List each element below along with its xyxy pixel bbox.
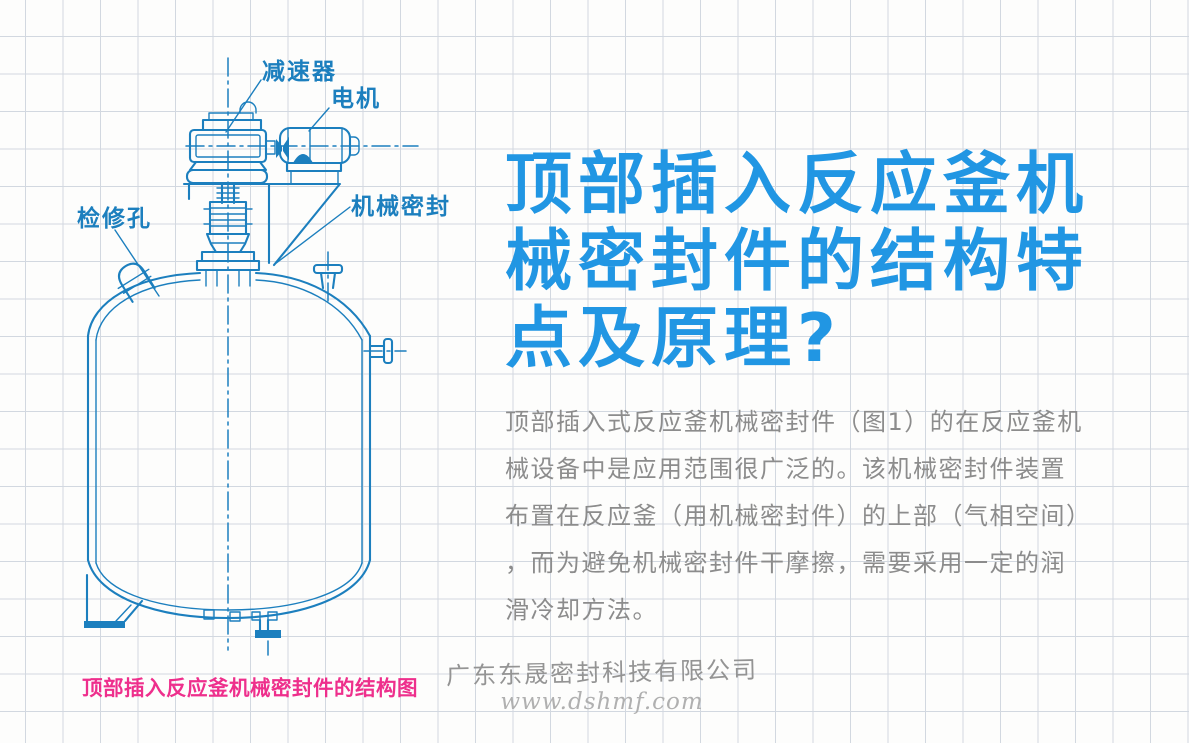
title-line: 顶部插入反应釜机 (505, 145, 1089, 223)
reactor-structure-diagram: 减速器 电机 机械密封 检修孔 (77, 57, 451, 656)
mechanical-seal-drawing (195, 181, 261, 287)
page-title: 顶部插入反应釜机 械密封件的结构特 点及原理? (505, 146, 1145, 377)
diagram-label-inspection-hole: 检修孔 (77, 205, 152, 232)
motor-drawing (278, 126, 360, 184)
body-line: 械设备中是应用范围很广泛的。该机械密封件装置 (505, 455, 1066, 483)
company-name: 广东东晟密封科技有限公司 (445, 655, 759, 691)
body-line: ，而为避免机械密封件干摩擦，需要采用一定的润 (505, 549, 1066, 577)
website-url: www.dshmf.com (500, 689, 704, 715)
diagram-caption: 顶部插入反应釜机械密封件的结构图 (82, 676, 418, 700)
diagram-labels: 减速器 电机 机械密封 检修孔 (77, 58, 451, 232)
body-line: 顶部插入式反应釜机械密封件（图1）的在反应釜机 (505, 408, 1083, 436)
content-column: 顶部插入反应釜机 械密封件的结构特 点及原理? 顶部插入式反应釜机械密封件（图1… (505, 146, 1145, 634)
support-leg-drawing (84, 573, 144, 628)
title-line: 点及原理? (505, 299, 842, 377)
side-nozzle-drawing (368, 337, 394, 365)
diagram-label-reducer: 减速器 (262, 58, 337, 85)
body-line: 布置在反应釜（用机械密封件）的上部（气相空间） (505, 502, 1092, 530)
diagram-label-mechanical-seal: 机械密封 (351, 193, 451, 220)
diagram-label-motor: 电机 (331, 86, 381, 112)
coupling-drawing (265, 137, 289, 160)
title-line: 械密封件的结构特 (505, 222, 1089, 300)
top-nozzle-drawing (312, 263, 344, 290)
reducer-drawing (182, 101, 342, 267)
vessel-drawing (86, 271, 372, 620)
body-line: 滑冷却方法。 (505, 596, 658, 624)
bottom-nozzle-drawing (203, 609, 281, 638)
inspection-hole-drawing (117, 262, 156, 303)
body-paragraph: 顶部插入式反应釜机械密封件（图1）的在反应釜机 械设备中是应用范围很广泛的。该机… (505, 399, 1145, 634)
